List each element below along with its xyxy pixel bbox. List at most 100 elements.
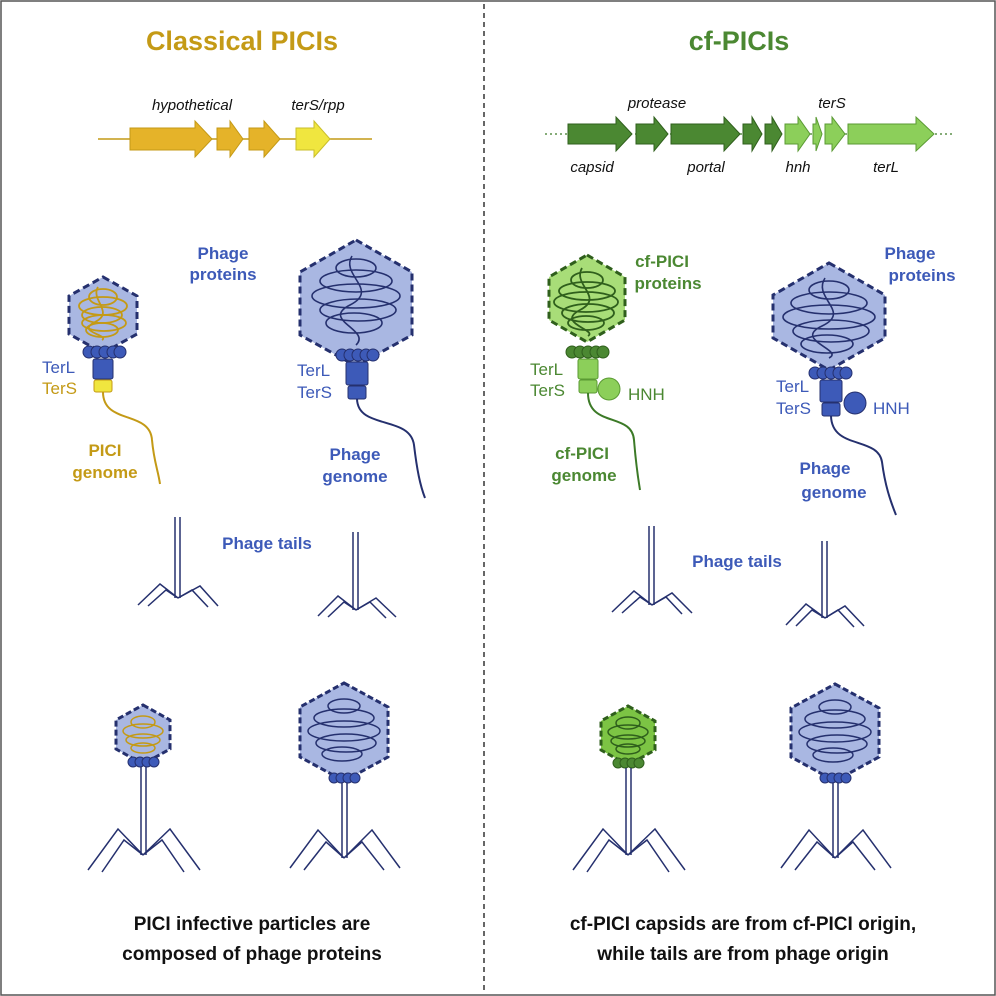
gene-arrow-ters-rpp bbox=[295, 119, 331, 159]
pici-terl-label: TerL bbox=[42, 358, 75, 377]
gene-arrow-terl bbox=[847, 115, 935, 153]
pici-packaging-particle bbox=[67, 275, 161, 485]
gene-arrow-hypothetical-1 bbox=[129, 119, 213, 159]
phage-packaging-particle bbox=[298, 238, 426, 499]
cf-pici-terl-box bbox=[577, 358, 599, 380]
cf-pici-ters-label: TerS bbox=[530, 381, 565, 400]
gene-arrow-small-3 bbox=[812, 116, 823, 152]
cf-pici-proteins-label-line2: proteins bbox=[634, 274, 701, 293]
cf-pici-packaging-particle bbox=[547, 253, 641, 491]
phage-genome-strand-right bbox=[830, 415, 897, 516]
cf-pici-genome-label-line1: cf-PICI bbox=[555, 444, 609, 463]
pici-virion-tail bbox=[87, 767, 201, 873]
pici-virion-dna bbox=[122, 715, 164, 754]
cf-pici-proteins-label-line1: cf-PICI bbox=[635, 252, 689, 271]
gene-arrow-ters bbox=[824, 115, 846, 153]
gene-label-protease: protease bbox=[627, 95, 686, 112]
phage-tails-label: Phage tails bbox=[222, 534, 312, 553]
free-tail-3 bbox=[611, 526, 693, 615]
phage-terl-box bbox=[345, 361, 369, 386]
gene-arrow-capsid bbox=[567, 115, 633, 153]
gene-arrow-hypothetical-2 bbox=[216, 119, 244, 159]
gene-arrow-portal bbox=[670, 115, 741, 153]
pici-dna-coil bbox=[78, 286, 128, 341]
phage-ters-label: TerS bbox=[297, 383, 332, 402]
phage-genome-strand bbox=[356, 398, 426, 499]
phage-dna-coil bbox=[311, 255, 401, 346]
phage-ters-box-right bbox=[821, 402, 841, 417]
gene-label-hypothetical: hypothetical bbox=[152, 97, 233, 114]
pici-ters-label: TerS bbox=[42, 379, 77, 398]
gene-label-portal: portal bbox=[686, 159, 725, 176]
phage-terl-box-right bbox=[819, 379, 843, 403]
gene-label-terl: terL bbox=[873, 159, 899, 176]
cf-pici-hnh-label: HNH bbox=[628, 385, 665, 404]
phage-ters-box bbox=[347, 385, 367, 400]
phage-virion-portal-right bbox=[819, 772, 852, 784]
gene-label-ters: terS bbox=[818, 95, 846, 112]
right-panel: cf-PICIs protease terS capsid portal hnh… bbox=[530, 26, 956, 965]
phage-proteins-right-label-line2: proteins bbox=[888, 266, 955, 285]
phage-proteins-label-line1: Phage bbox=[197, 244, 248, 263]
cf-pici-dna-coil bbox=[553, 267, 619, 337]
cf-pici-virion-portal bbox=[612, 757, 645, 769]
cf-pici-hnh-circle bbox=[597, 377, 621, 401]
right-caption-line2: while tails are from phage origin bbox=[596, 944, 888, 965]
cf-pici-genome-strand bbox=[587, 392, 641, 491]
cf-pici-virion-dna bbox=[607, 716, 649, 755]
right-caption-line1: cf-PICI capsids are from cf-PICI origin, bbox=[570, 914, 916, 935]
gene-label-hnh: hnh bbox=[785, 159, 810, 176]
phage-hnh-circle-right bbox=[843, 391, 867, 415]
phage-proteins-right-label-line1: Phage bbox=[884, 244, 935, 263]
cf-pici-virion-tail bbox=[572, 768, 686, 873]
phage-genome-right-label-line1: Phage bbox=[799, 459, 850, 478]
classical-gene-map: hypothetical terS/rpp bbox=[98, 97, 372, 159]
phage-hnh-right-label: HNH bbox=[873, 399, 910, 418]
gene-arrow-small-1 bbox=[742, 115, 763, 153]
phage-virion-tail-right bbox=[780, 783, 892, 871]
cf-pici-ters-box bbox=[578, 379, 598, 394]
gene-label-ters-rpp: terS/rpp bbox=[291, 97, 344, 114]
right-title: cf-PICIs bbox=[689, 26, 790, 56]
phage-terl-label: TerL bbox=[297, 361, 330, 380]
pici-genome-label-line2: genome bbox=[72, 463, 137, 482]
cf-pici-infective-particle bbox=[572, 704, 686, 873]
phage-terl-right-label: TerL bbox=[776, 377, 809, 396]
pici-terl-box bbox=[92, 358, 114, 380]
phage-virion-tail bbox=[289, 783, 401, 871]
left-caption-line1: PICI infective particles are bbox=[134, 914, 371, 935]
phage-virion-dna bbox=[307, 698, 381, 762]
pici-virion-portal bbox=[127, 756, 160, 768]
phage-ters-right-label: TerS bbox=[776, 399, 811, 418]
gene-label-capsid: capsid bbox=[570, 159, 614, 176]
pici-infective-particle bbox=[87, 703, 201, 873]
pici-genome-strand bbox=[102, 391, 161, 485]
cf-pici-capsid bbox=[547, 253, 627, 344]
left-caption-line2: composed of phage proteins bbox=[122, 944, 382, 965]
cf-pici-terl-label: TerL bbox=[530, 360, 563, 379]
pici-ters-box bbox=[93, 379, 113, 393]
phage-virion-dna-right bbox=[798, 699, 872, 763]
phage-tails-right-label: Phage tails bbox=[692, 552, 782, 571]
phage-portal-ring bbox=[335, 348, 380, 362]
cf-pici-genome-label-line2: genome bbox=[551, 466, 616, 485]
phage-virion-capsid-right bbox=[789, 682, 881, 783]
phage-genome-right-label-line2: genome bbox=[801, 483, 866, 502]
phage-proteins-label-line2: proteins bbox=[189, 265, 256, 284]
pici-genome-label-line1: PICI bbox=[88, 441, 121, 460]
free-tail-1 bbox=[137, 517, 219, 608]
left-panel: Classical PICIs hypothetical terS/rpp Ph… bbox=[42, 26, 426, 965]
phage-genome-label-line2: genome bbox=[322, 467, 387, 486]
gene-arrow-hnh bbox=[784, 115, 811, 153]
cf-pici-portal-ring bbox=[565, 345, 610, 359]
phage-infective-particle-right bbox=[780, 682, 892, 871]
free-tail-4 bbox=[785, 541, 865, 628]
pici-portal-ring bbox=[82, 345, 127, 359]
phage-portal-ring-right bbox=[808, 366, 853, 380]
cf-pici-gene-map: protease terS capsid portal hnh terL bbox=[545, 95, 952, 176]
gene-arrow-hypothetical-3 bbox=[248, 119, 281, 159]
phage-virion-capsid bbox=[298, 681, 390, 783]
phage-capsid-right bbox=[771, 261, 887, 372]
